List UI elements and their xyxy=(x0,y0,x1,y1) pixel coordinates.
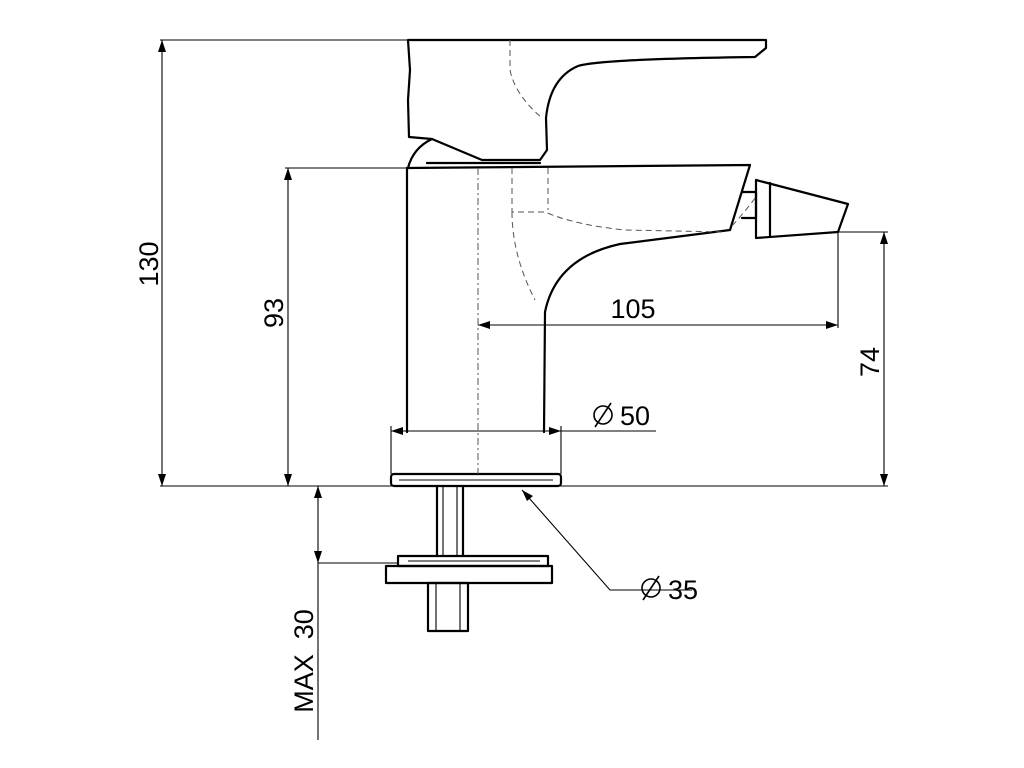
dim-overall-height: 130 xyxy=(134,241,164,286)
dimension-arrows xyxy=(158,40,888,563)
dimension-lines xyxy=(160,39,888,740)
dim-stem-diameter: 35 xyxy=(641,575,698,605)
dim-base-diameter: 50 xyxy=(593,401,650,431)
faucet-outline xyxy=(384,38,850,633)
hidden-lines xyxy=(477,40,756,474)
dim-outlet-height: 74 xyxy=(855,347,885,377)
diameter-symbol-icon xyxy=(593,402,613,428)
dim-projection: 105 xyxy=(610,294,655,324)
dim-stem-diameter-value: 35 xyxy=(668,575,698,605)
dim-base-diameter-value: 50 xyxy=(620,401,650,431)
dim-max-thickness: MAX 30 xyxy=(289,609,319,713)
diameter-symbol-icon xyxy=(641,575,661,601)
dim-spout-base-height: 93 xyxy=(259,298,289,328)
